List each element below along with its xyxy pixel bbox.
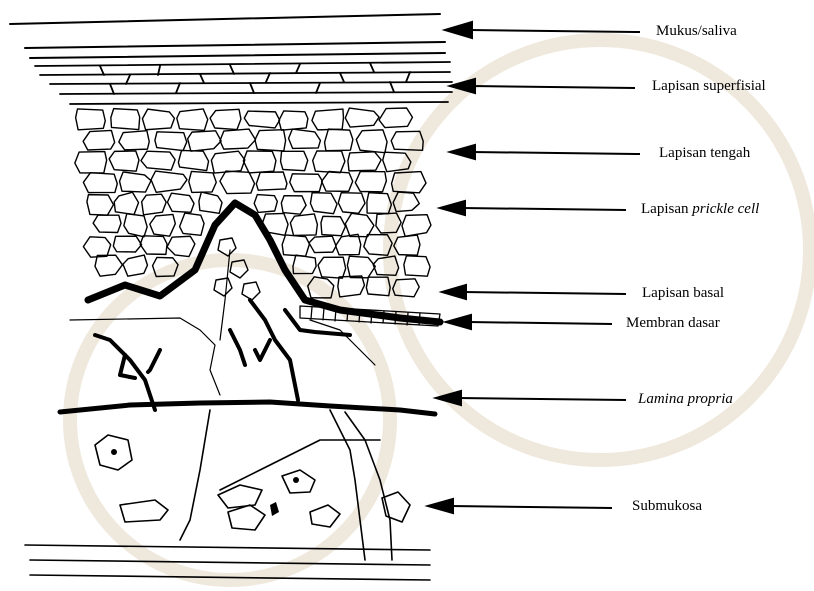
label-mukus: Mukus/saliva bbox=[656, 23, 737, 40]
mucus-layer bbox=[10, 14, 445, 58]
epithelial-cell bbox=[119, 131, 149, 150]
epithelial-cell bbox=[210, 109, 241, 129]
label-membran: Membran dasar bbox=[626, 315, 720, 332]
epithelial-cell bbox=[167, 193, 194, 212]
epithelial-cell bbox=[394, 235, 420, 255]
epithelial-cell bbox=[312, 109, 344, 130]
arrow-basal bbox=[442, 285, 626, 299]
label-basal: Lapisan basal bbox=[642, 285, 724, 302]
epithelial-cell bbox=[256, 172, 287, 190]
epithelial-cell bbox=[83, 173, 117, 193]
epithelial-cell bbox=[95, 255, 122, 276]
epithelial-cell bbox=[243, 151, 276, 173]
epithelial-cell bbox=[338, 276, 365, 297]
epithelial-cell bbox=[336, 234, 361, 255]
epithelial-cell bbox=[281, 151, 308, 170]
epithelial-cell bbox=[75, 152, 107, 173]
label-prickle-cell: Lapisan prickle cell bbox=[641, 201, 759, 218]
epithelial-cell bbox=[150, 214, 176, 236]
epithelial-cell bbox=[322, 171, 353, 191]
label-submukosa: Submukosa bbox=[632, 498, 702, 515]
arrow-tengah bbox=[450, 145, 640, 159]
arrow-membran bbox=[446, 315, 612, 329]
epithelial-cell bbox=[404, 256, 430, 276]
epithelial-cell bbox=[338, 193, 365, 214]
epithelial-cell bbox=[325, 129, 353, 151]
epithelial-cell bbox=[120, 172, 151, 192]
epithelial-cell bbox=[76, 109, 106, 130]
label-lamina: Lamina propria bbox=[638, 391, 733, 408]
epithelial-cell bbox=[279, 111, 308, 130]
epithelial-cell bbox=[321, 216, 345, 235]
label-prickle-em: prickle cell bbox=[692, 201, 759, 217]
epithelial-cell bbox=[93, 215, 121, 232]
epithelial-cell bbox=[347, 256, 375, 278]
epithelial-cell bbox=[140, 236, 167, 255]
thin-fibers bbox=[70, 250, 375, 395]
nucleus-dots bbox=[111, 449, 299, 516]
arrow-prickle bbox=[440, 201, 626, 215]
epithelial-cell bbox=[109, 151, 139, 171]
epithelial-cell bbox=[189, 171, 216, 192]
epithelial-cell bbox=[178, 150, 208, 170]
epithelial-cell bbox=[281, 196, 306, 214]
epithelial-cell bbox=[155, 132, 187, 151]
epithelial-cell bbox=[83, 237, 110, 257]
epithelial-cell bbox=[123, 255, 148, 276]
epithelial-cell bbox=[113, 236, 141, 252]
epithelial-cell bbox=[220, 129, 256, 149]
epithelial-cell bbox=[244, 111, 279, 128]
label-superfisial: Lapisan superfisial bbox=[652, 78, 766, 95]
epithelial-cell bbox=[211, 151, 244, 173]
epithelial-cell bbox=[188, 131, 222, 151]
cell-layer bbox=[75, 108, 431, 300]
epithelial-cell bbox=[141, 151, 175, 170]
epithelial-cell bbox=[177, 109, 208, 130]
ridge-cell bbox=[242, 282, 260, 300]
epithelial-cell bbox=[318, 257, 346, 278]
epithelial-cell bbox=[124, 214, 147, 237]
label-lamina-text: Lamina propria bbox=[638, 391, 733, 407]
epithelial-cell bbox=[180, 213, 204, 235]
epithelial-cell bbox=[111, 109, 140, 130]
lamina-boundary bbox=[60, 402, 435, 414]
label-tengah: Lapisan tengah bbox=[659, 145, 750, 162]
epithelial-cell bbox=[309, 236, 336, 252]
epithelial-cell bbox=[345, 108, 379, 127]
epithelial-cell bbox=[313, 151, 345, 173]
label-prickle-prefix: Lapisan bbox=[641, 201, 692, 217]
epithelial-cell bbox=[167, 236, 195, 256]
epithelial-cell bbox=[379, 108, 412, 128]
epithelial-cell bbox=[356, 130, 387, 153]
epithelial-cell bbox=[220, 171, 255, 194]
epithelial-cell bbox=[255, 130, 286, 151]
epithelial-cell bbox=[142, 194, 167, 215]
epithelial-cell bbox=[345, 213, 374, 236]
epithelial-cell bbox=[83, 130, 115, 150]
epithelial-cell bbox=[282, 235, 309, 256]
epithelial-cell bbox=[310, 193, 337, 214]
epithelial-cell bbox=[114, 192, 138, 214]
epithelial-cell bbox=[355, 171, 386, 191]
epithelial-cell bbox=[142, 109, 174, 130]
epithelial-cell bbox=[402, 215, 431, 237]
epithelial-cell bbox=[290, 174, 323, 192]
arrow-submukosa bbox=[428, 499, 612, 513]
epithelial-cell bbox=[151, 171, 187, 192]
epithelial-cell bbox=[87, 195, 114, 215]
superficial-layer bbox=[35, 62, 452, 104]
epithelial-cell bbox=[289, 129, 321, 148]
epithelial-cell bbox=[348, 152, 381, 171]
epithelial-cell bbox=[199, 192, 222, 213]
ridge-cell bbox=[214, 278, 232, 296]
epithelial-cell bbox=[254, 195, 277, 213]
epithelial-cell bbox=[290, 214, 317, 236]
